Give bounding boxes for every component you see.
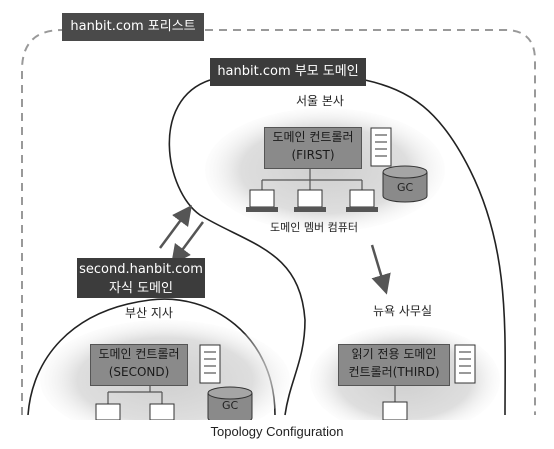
second-dc-title: 도메인 컨트롤러: [98, 347, 180, 361]
second-connectors: [107, 385, 163, 404]
member-connectors: [261, 168, 363, 190]
replication-arrow-up: [158, 204, 192, 249]
laptop-icon: [294, 189, 326, 212]
second-dc-name: (SECOND): [108, 365, 170, 379]
computer-icon: [95, 403, 121, 420]
forest-boundary: [21, 29, 536, 415]
child-domain-label: second.hanbit.com 자식 도메인: [77, 258, 205, 298]
busan-site-label: 부산 지사: [125, 306, 173, 320]
server-icon: [370, 127, 392, 167]
computer-icon: [149, 403, 175, 420]
server-icon: [454, 344, 476, 384]
first-gc-label: GC: [397, 181, 414, 194]
computer-icon: [382, 401, 408, 420]
second-domain-controller: 도메인 컨트롤러 (SECOND): [90, 344, 188, 386]
second-gc-label: GC: [222, 399, 239, 412]
third-dc-name: 컨트롤러(THIRD): [348, 365, 440, 379]
seoul-site-label: 서울 본사: [296, 94, 344, 108]
parent-domain-boundary: [168, 79, 506, 416]
server-icon: [199, 344, 221, 384]
forest-label: hanbit.com 포리스트: [62, 13, 204, 41]
first-domain-controller: 도메인 컨트롤러 (FIRST): [264, 127, 362, 169]
replication-arrow-down: [171, 221, 205, 266]
first-dc-name: (FIRST): [291, 148, 335, 162]
figure-caption: Topology Configuration: [210, 424, 344, 439]
third-domain-controller: 읽기 전용 도메인 컨트롤러(THIRD): [338, 344, 450, 386]
laptop-icon: [246, 189, 278, 212]
first-dc-title: 도메인 컨트롤러: [272, 130, 354, 144]
parent-domain-label: hanbit.com 부모 도메인: [210, 58, 366, 86]
site-link-arrow: [370, 244, 391, 295]
third-dc-title: 읽기 전용 도메인: [351, 347, 437, 361]
child-domain-type: 자식 도메인: [109, 281, 173, 296]
newyork-site-label: 뉴욕 사무실: [373, 304, 433, 318]
child-domain-name: second.hanbit.com: [79, 262, 203, 277]
laptop-icon: [346, 189, 378, 212]
gc-database-icon: [207, 386, 253, 420]
gc-database-icon: [382, 165, 428, 203]
member-computers-label: 도메인 멤버 컴퓨터: [270, 221, 358, 234]
